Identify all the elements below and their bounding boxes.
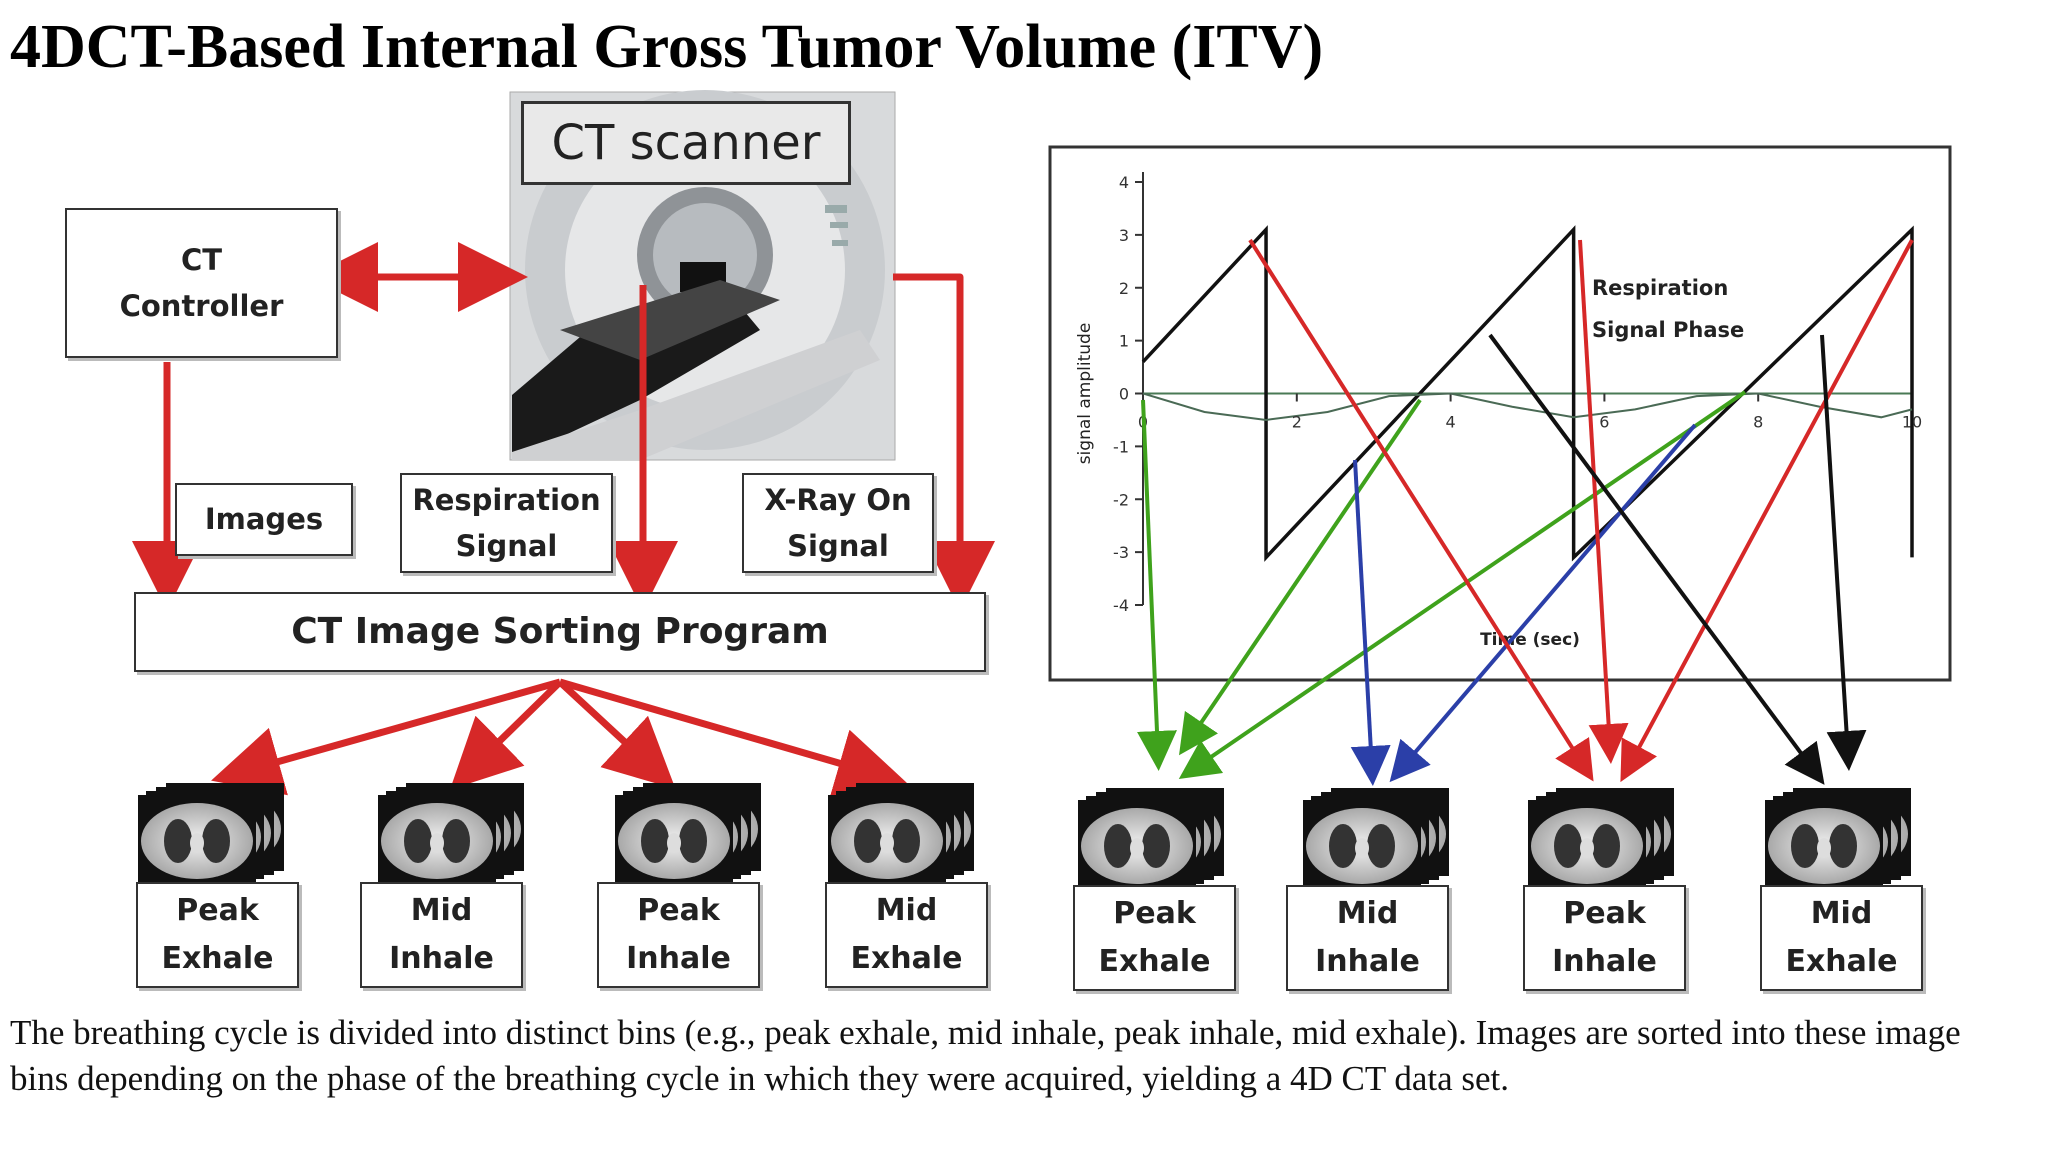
blue-arrow-1 (1350, 459, 1391, 786)
green-arrow-2 (1179, 398, 1422, 756)
chart-axes (1135, 172, 1913, 606)
ct-stack-left-2 (378, 783, 524, 883)
left-bin2-line1: Mid (410, 893, 473, 928)
left-bin3-line1: Peak (637, 893, 720, 928)
ct-controller-line2: Controller (119, 289, 284, 323)
chart-series-line (1142, 392, 1913, 421)
chart-y-tick-label: 2 (1119, 279, 1129, 298)
sort-to-bin4-arrow (559, 678, 907, 797)
chart-y-tick-label: 3 (1119, 226, 1129, 245)
chart-series (1141, 225, 1914, 562)
chart-x-tick-label: 6 (1599, 413, 1609, 432)
left-bin3-line2: Inhale (626, 941, 731, 976)
left-bin4-line2: Exhale (850, 941, 963, 976)
right-bin3-line1: Peak (1563, 896, 1646, 931)
chart-annotation: Signal Phase (1592, 318, 1744, 342)
chart-frame (1048, 145, 1952, 682)
right-bin4-line2: Exhale (1785, 944, 1898, 979)
xray-to-sorter-arrow (893, 273, 995, 611)
chart-y-axis-label: signal amplitude (1075, 323, 1095, 465)
blue-arrow-2 (1389, 423, 1697, 783)
right-bin1-line2: Exhale (1098, 944, 1211, 979)
chart-x-tick-label: 4 (1446, 413, 1456, 432)
xray-signal-line2: Signal (787, 529, 889, 563)
ct-controller-line1: CT (180, 242, 223, 277)
ct-image-sorting-program-box: CT Image Sorting Program (134, 592, 986, 672)
phase-arrows (1137, 238, 1914, 786)
chart-y-tick-label: -3 (1113, 543, 1129, 562)
chart-y-tick-label: 1 (1119, 332, 1129, 351)
ct-stack-left-4 (828, 783, 974, 883)
right-bin-peak-inhale: Peak Inhale (1523, 885, 1686, 991)
page-title: 4DCT-Based Internal Gross Tumor Volume (… (10, 13, 1324, 81)
chart-y-tick-label: 4 (1119, 173, 1129, 192)
ct-controller-box: CT Controller (65, 208, 338, 358)
chart-x-tick-label: 2 (1292, 413, 1302, 432)
sort-to-bin1-arrow (211, 678, 561, 796)
chart-annotation: Respiration (1592, 276, 1728, 300)
right-bin2-line1: Mid (1336, 896, 1399, 931)
right-bin4-line1: Mid (1810, 896, 1873, 931)
left-bin-mid-inhale: Mid Inhale (360, 882, 523, 988)
chart-x-axis-label: Time (sec) (1480, 630, 1580, 650)
right-bin-mid-exhale: Mid Exhale (1760, 885, 1923, 991)
ct-stack-right-3 (1528, 788, 1674, 888)
ct-stack-left-1 (138, 783, 284, 883)
green-arrow-1 (1137, 399, 1177, 771)
ct-scanner-label: CT scanner (521, 101, 851, 185)
chart-y-tick-label: 0 (1119, 385, 1129, 404)
chart-x-tick-label: 10 (1902, 413, 1922, 432)
right-bin3-line2: Inhale (1552, 944, 1657, 979)
respiration-signal-line1: Respiration (412, 482, 601, 517)
caption-text: The breathing cycle is divided into dist… (10, 1013, 1961, 1098)
red-arrow-2 (1578, 239, 1629, 764)
ct-stack-left-3 (615, 783, 761, 883)
ct-stack-right-1 (1078, 788, 1224, 888)
black-arrow-2 (1820, 334, 1867, 771)
left-bin-peak-inhale: Peak Inhale (597, 882, 760, 988)
chart-x-tick-label: 8 (1753, 413, 1763, 432)
left-bin1-line2: Exhale (161, 941, 274, 976)
xray-on-signal-box: X-Ray On Signal (742, 473, 934, 573)
red-arrow-1 (1248, 238, 1594, 782)
left-bin1-line1: Peak (176, 893, 259, 928)
chart-series-line (1141, 225, 1914, 562)
right-bin1-line1: Peak (1113, 896, 1196, 931)
chart-y-tick-label: -1 (1113, 437, 1129, 456)
left-bin2-line2: Inhale (389, 941, 494, 976)
sort-to-bin2-arrow (449, 679, 563, 790)
chart-y-tick-label: -4 (1113, 596, 1129, 615)
sort-to-bin3-arrow (557, 679, 676, 790)
images-box: Images (175, 483, 353, 556)
chart-y-tick-label: -2 (1113, 490, 1129, 509)
left-bin-peak-exhale: Peak Exhale (136, 882, 299, 988)
respiration-signal-box: Respiration Signal (400, 473, 613, 573)
red-arrow-3 (1620, 239, 1914, 783)
left-bin-mid-exhale: Mid Exhale (825, 882, 988, 988)
ct-stack-right-4 (1765, 788, 1911, 888)
ct-stack-right-2 (1303, 788, 1449, 888)
right-bin-peak-exhale: Peak Exhale (1073, 885, 1236, 991)
right-bin2-line2: Inhale (1315, 944, 1420, 979)
left-red-arrows (132, 242, 995, 797)
left-bin4-line1: Mid (875, 893, 938, 928)
xray-signal-line1: X-Ray On (764, 482, 912, 517)
right-bin-mid-inhale: Mid Inhale (1286, 885, 1449, 991)
black-arrow-1 (1488, 333, 1825, 785)
respiration-signal-line2: Signal (455, 529, 558, 563)
